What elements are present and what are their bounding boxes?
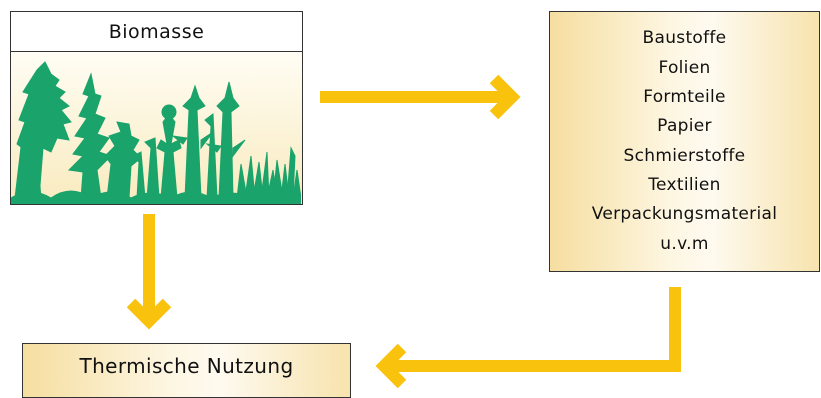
- arrow-right-icon: [320, 74, 521, 120]
- products-box: Baustoffe Folien Formteile Papier Schmie…: [549, 11, 820, 272]
- product-item: Papier: [657, 116, 712, 137]
- product-item: u.v.m: [660, 233, 709, 254]
- biomass-title: Biomasse: [11, 12, 302, 52]
- thermal-use-box: Thermische Nutzung: [22, 343, 351, 398]
- plants-silhouette-icon: [11, 52, 302, 204]
- product-item: Folien: [658, 57, 711, 78]
- plants-illustration: [11, 61, 301, 204]
- product-item: Textilien: [648, 174, 721, 195]
- product-item: Formteile: [643, 86, 726, 107]
- arrow-down-icon: [126, 214, 172, 330]
- arrow-elbow-left-icon: [375, 287, 681, 389]
- biomass-box: Biomasse: [10, 11, 303, 205]
- thermal-use-label: Thermische Nutzung: [79, 354, 294, 378]
- product-item: Verpackungsmaterial: [591, 204, 778, 225]
- product-item: Baustoffe: [642, 28, 727, 49]
- product-item: Schmierstoffe: [623, 145, 746, 166]
